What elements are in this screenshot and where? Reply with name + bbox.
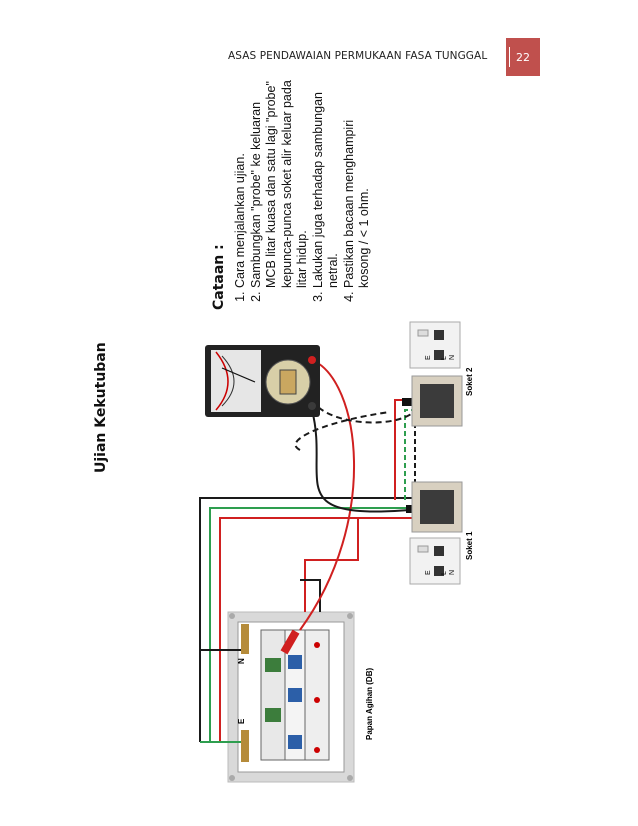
socket-2-label: Soket 2 — [465, 367, 474, 396]
socket-1-face-l: L — [441, 571, 448, 575]
terminal-n-label: N — [237, 658, 246, 664]
page-number-badge: 22 — [506, 38, 540, 76]
multimeter — [205, 345, 320, 417]
red-probe — [280, 629, 300, 655]
db-label: Papan Agihan (DB) — [365, 668, 374, 740]
socket-1 — [409, 481, 463, 585]
socket-2-face-n: N — [449, 355, 456, 360]
socket-1-label: Soket 1 — [465, 531, 474, 560]
socket-2-face-e: E — [425, 355, 432, 360]
badge-divider — [509, 47, 510, 67]
header-title: ASAS PENDAWAIAN PERMUKAAN FASA TUNGGAL — [228, 50, 488, 62]
page-number: 22 — [516, 50, 530, 64]
socket-1-face-e: E — [425, 570, 432, 575]
socket-1-face-n: N — [449, 570, 456, 575]
distribution-board — [227, 611, 355, 783]
socket-2-face-l: L — [441, 356, 448, 360]
terminal-e-label: E — [237, 718, 246, 724]
socket-2 — [409, 321, 463, 427]
